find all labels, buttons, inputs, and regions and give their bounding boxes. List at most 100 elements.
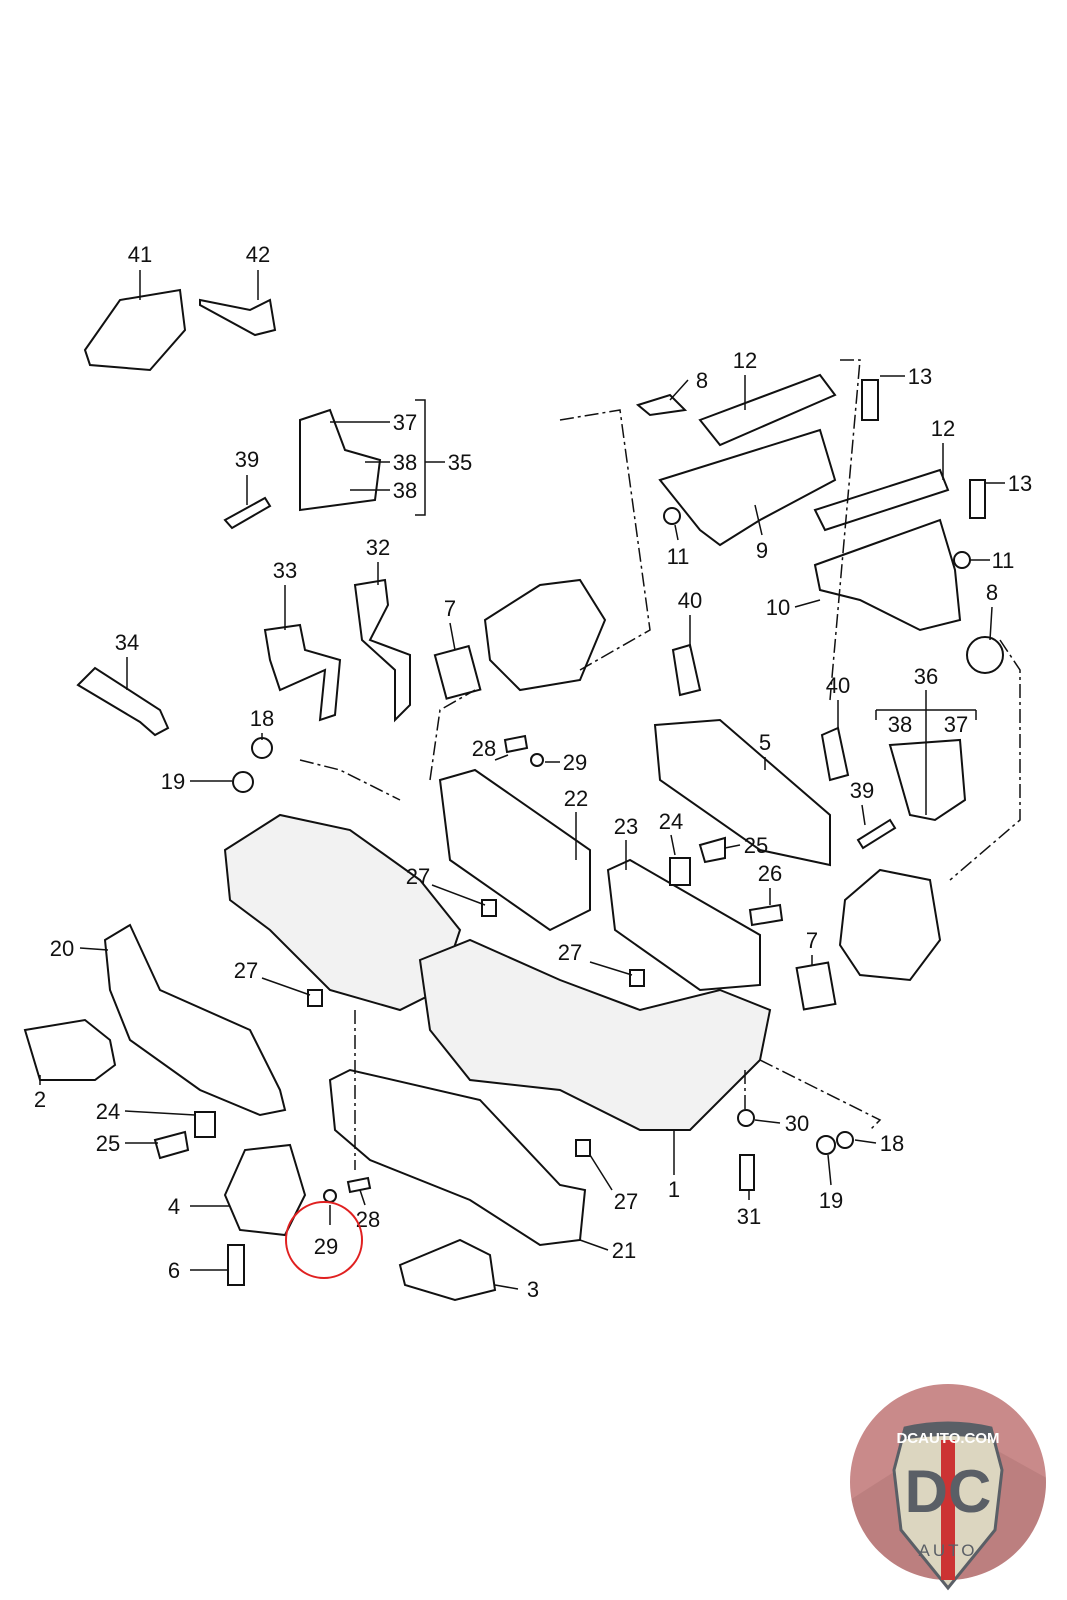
callout-label: 21 [612, 1238, 636, 1263]
callout-label: 7 [444, 596, 456, 621]
part-27-clip-d [575, 1139, 591, 1157]
part-26-bolt [748, 903, 784, 927]
part-turbo-left [483, 578, 607, 692]
callout-label: 35 [448, 450, 472, 475]
callout-label: 4 [168, 1194, 180, 1219]
part-28-stud-2 [503, 734, 529, 754]
callout-label: 27 [614, 1189, 638, 1214]
part-30-washer [737, 1109, 755, 1127]
parts [23, 288, 1004, 1302]
part-31-bolt [739, 1154, 755, 1191]
part-28-stud [346, 1176, 372, 1194]
callout-label: 2 [34, 1087, 46, 1112]
part-40-clip [671, 643, 702, 697]
part-34-tube [76, 666, 170, 737]
part-25-bolt [698, 836, 726, 864]
part-35-bracket [299, 408, 382, 512]
part-41-bracket [83, 288, 187, 372]
logo-dc: DC [905, 1458, 992, 1525]
callout-label: 8 [696, 368, 708, 393]
callout-label: 27 [406, 864, 430, 889]
callout-label: 13 [908, 364, 932, 389]
part-3-tailpipe [398, 1238, 497, 1302]
callout-label: 39 [235, 447, 259, 472]
callout-label: 40 [826, 673, 850, 698]
part-39-bolt [223, 496, 272, 530]
part-42-clip [199, 298, 277, 337]
part-13-bolt [861, 379, 879, 421]
callout-label: 1 [668, 1177, 680, 1202]
part-12-gasket [698, 373, 837, 447]
callout-label: 39 [850, 778, 874, 803]
part-11-nut [663, 507, 681, 525]
callout-label: 30 [785, 1111, 809, 1136]
callout-label: 26 [758, 861, 782, 886]
callout-label: 19 [819, 1188, 843, 1213]
callout-label: 32 [366, 535, 390, 560]
callout-label: 24 [96, 1099, 120, 1124]
callout-label: 33 [273, 558, 297, 583]
part-13-bolt-2 [969, 479, 986, 519]
callout-label: 11 [992, 548, 1015, 573]
part-12-gasket-2 [813, 468, 950, 532]
part-32-sensor [353, 578, 411, 723]
part-turbo-right [838, 868, 942, 982]
callout-label: 38 [888, 712, 912, 737]
callout-label: 27 [234, 958, 258, 983]
callout-label: 7 [806, 928, 818, 953]
part-23-heatshield [606, 858, 761, 992]
part-18-washer-2 [836, 1131, 854, 1149]
logo-auto: AUTO [919, 1541, 978, 1560]
part-25-bolt-2 [153, 1130, 190, 1160]
logo-stripe [941, 1440, 955, 1580]
callout-label: 29 [563, 750, 587, 775]
callout-label: 18 [250, 706, 274, 731]
callout-label: 25 [744, 833, 768, 858]
callout-label: 9 [756, 538, 768, 563]
callout-label: 37 [393, 410, 417, 435]
callout-label: 10 [766, 595, 790, 620]
callout-label: 31 [737, 1204, 761, 1229]
callout-label: 8 [986, 580, 998, 605]
part-27-clip-b [629, 969, 645, 987]
callout-label: 20 [50, 936, 74, 961]
callout-label: 13 [1008, 471, 1032, 496]
callout-label: 38 [393, 450, 417, 475]
callout-label: 23 [614, 814, 638, 839]
callout-label: 36 [914, 664, 938, 689]
callout-label: 22 [564, 786, 588, 811]
leader-lines [39, 270, 1005, 1290]
part-19-nut-2 [816, 1135, 836, 1155]
part-20-heatshield [103, 923, 287, 1117]
dcauto-logo: DCAUTO.COM DC AUTO [850, 1384, 1046, 1591]
part-29-nut [323, 1189, 337, 1203]
part-24-bush [669, 857, 691, 886]
part-18-washer [251, 737, 273, 759]
callout-labels: 41 42 37 38 35 38 39 12 8 13 12 13 11 9 … [34, 242, 1032, 1302]
callout-label: 42 [246, 242, 270, 267]
callout-label: 11 [667, 544, 690, 569]
part-11-nut-2 [953, 551, 971, 569]
callout-label: 6 [168, 1258, 180, 1283]
callout-label: 34 [115, 630, 139, 655]
part-6-bolt [227, 1244, 245, 1286]
part-36-bracket [888, 738, 967, 822]
callout-label: 12 [931, 416, 955, 441]
callout-label: 19 [161, 769, 185, 794]
part-39-bolt-2 [856, 818, 897, 850]
callout-label: 25 [96, 1131, 120, 1156]
assembly-lines [299, 359, 1021, 1170]
callout-label: 28 [472, 736, 496, 761]
part-5-heatshield [653, 718, 831, 867]
highlight-circle [285, 1201, 363, 1279]
part-22-heatshield [438, 768, 591, 932]
callout-label: 18 [880, 1131, 904, 1156]
callout-label-highlighted: 29 [314, 1234, 338, 1259]
part-27-clip-c [307, 989, 323, 1007]
part-2-tailpipe [23, 1018, 117, 1081]
part-8-gasket [635, 393, 688, 417]
part-29-nut-2 [530, 753, 544, 767]
callout-label: 27 [558, 940, 582, 965]
callout-label: 3 [527, 1277, 539, 1302]
